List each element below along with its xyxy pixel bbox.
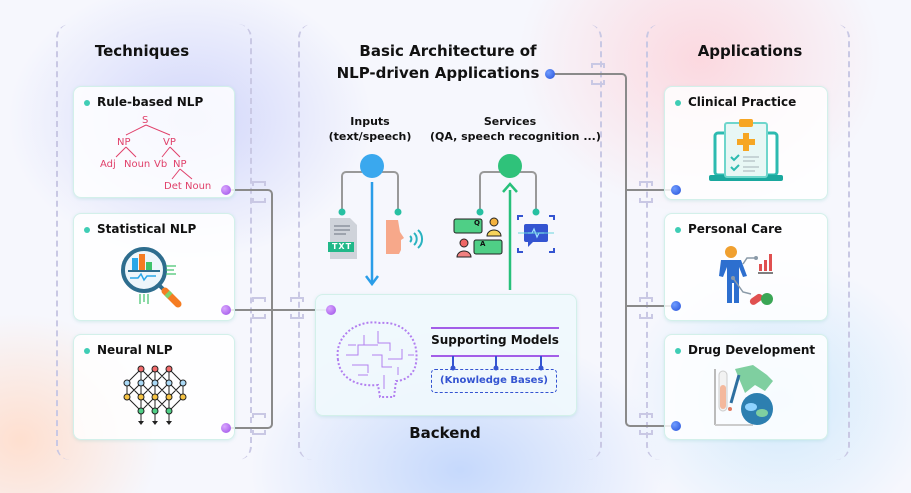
neural-network-icon — [123, 365, 187, 425]
services-sublabel: (QA, speech recognition ...) — [430, 130, 601, 143]
bullet-dot — [84, 226, 90, 233]
tree-node-s: S — [142, 115, 148, 126]
card-clinical-practice[interactable]: Clinical Practice — [664, 86, 828, 200]
connector-node-rule-based[interactable] — [221, 185, 231, 195]
applications-column-border — [646, 24, 850, 460]
architecture-heading-line2: NLP-driven Applications — [336, 64, 540, 82]
bullet-dot — [675, 347, 681, 354]
card-title-rule-based: Rule-based NLP — [97, 95, 204, 109]
applications-heading: Applications — [697, 42, 803, 60]
inputs-sublabel: (text/speech) — [328, 130, 412, 143]
tree-node-adj: Adj — [100, 159, 116, 170]
card-personal-care[interactable]: Personal Care — [664, 213, 828, 321]
clipboard-laptop-icon — [709, 119, 783, 181]
card-rule-based-nlp[interactable]: Rule-based NLP S NP VP Adj Noun Vb NP De… — [73, 86, 235, 198]
techniques-column-border — [56, 24, 252, 460]
txt-file-icon — [328, 218, 357, 259]
connector-node-architecture[interactable] — [545, 69, 555, 79]
card-title-personal: Personal Care — [688, 222, 783, 236]
tree-node-vb: Vb — [154, 159, 167, 170]
connector-title-to-apps — [552, 73, 676, 427]
inputs-node — [360, 154, 384, 178]
bullet-dot — [675, 99, 681, 106]
card-title-drug: Drug Development — [688, 343, 816, 357]
tree-node-vp: VP — [163, 137, 176, 148]
connector-node-clinical[interactable] — [671, 185, 681, 195]
architecture-column-border — [298, 24, 602, 460]
speech-recognition-icon — [517, 215, 555, 253]
qa-chat-icon — [453, 217, 503, 258]
tree-node-np: NP — [117, 137, 131, 148]
tree-node-det: Det — [164, 181, 182, 192]
card-statistical-nlp[interactable]: Statistical NLP — [73, 213, 235, 321]
services-flow — [453, 154, 555, 290]
card-title-clinical: Clinical Practice — [688, 95, 797, 109]
lab-test-icon — [714, 365, 773, 426]
person-medicine-icon — [719, 246, 773, 305]
connector-node-backend[interactable] — [326, 305, 336, 315]
supporting-models-top-line — [431, 327, 559, 329]
tree-node-noun2: Noun — [185, 181, 211, 192]
card-neural-nlp[interactable]: Neural NLP — [73, 334, 235, 440]
txt-badge: TXT — [331, 242, 353, 251]
backend-card[interactable]: Supporting Models (Knowledge Bases) — [315, 294, 577, 416]
supporting-models-label: Supporting Models — [431, 333, 559, 347]
magnifier-chart-icon — [121, 247, 182, 308]
parse-tree-icon: S NP VP Adj Noun Vb NP Det Noun — [100, 115, 211, 192]
connector-node-personal[interactable] — [671, 301, 681, 311]
tree-node-np2: NP — [173, 159, 187, 170]
inputs-label: Inputs (text/speech) — [320, 114, 420, 144]
a-badge: A — [480, 240, 486, 248]
connector-node-neural[interactable] — [221, 423, 231, 433]
card-drug-development[interactable]: Drug Development — [664, 334, 828, 440]
brain-circuit-icon — [336, 321, 418, 398]
techniques-heading: Techniques — [94, 42, 190, 60]
knowledge-bases-box: (Knowledge Bases) — [431, 369, 557, 393]
bullet-dot — [84, 99, 90, 106]
services-node — [498, 154, 522, 178]
card-title-statistical: Statistical NLP — [97, 222, 197, 236]
connector-node-drug[interactable] — [671, 421, 681, 431]
tree-node-noun: Noun — [124, 159, 150, 170]
backend-label: Backend — [409, 424, 481, 442]
connector-node-statistical[interactable] — [221, 305, 231, 315]
services-label: Services (QA, speech recognition ...) — [430, 115, 601, 143]
architecture-heading-line1: Basic Architecture of — [359, 42, 537, 60]
speaking-head-icon — [386, 220, 424, 254]
bullet-dot — [84, 347, 90, 354]
card-title-neural: Neural NLP — [97, 343, 173, 357]
q-badge: Q — [474, 219, 480, 227]
inputs-flow — [328, 154, 424, 287]
bullet-dot — [675, 226, 681, 233]
